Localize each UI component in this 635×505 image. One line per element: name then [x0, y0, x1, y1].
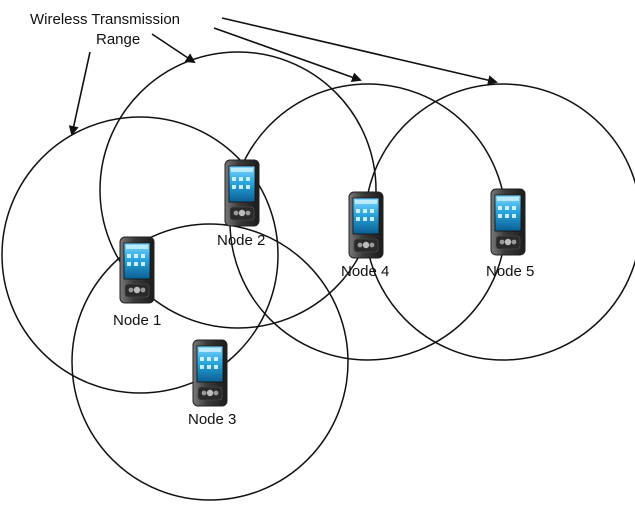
arrow-to-node-2-range [151, 33, 196, 64]
node-5: Node 5 [486, 188, 534, 280]
pda-device-icon [348, 191, 384, 259]
node-3: Node 3 [188, 339, 236, 428]
pda-device-icon [192, 339, 228, 407]
node-2-label: Node 2 [217, 232, 265, 249]
caption-line-2: Range [96, 31, 140, 48]
pda-device-icon [490, 188, 526, 256]
arrow-to-node-1-range [68, 51, 91, 136]
node-4: Node 4 [341, 191, 389, 280]
arrow-to-node-5-range [221, 17, 498, 86]
caption-line-1: Wireless Transmission [30, 11, 180, 28]
node-5-label: Node 5 [486, 263, 534, 280]
node-4-label: Node 4 [341, 263, 389, 280]
arrow-to-node-4-range [213, 27, 362, 83]
node-3-label: Node 3 [188, 411, 236, 428]
node-1: Node 1 [113, 236, 161, 329]
node-2: Node 2 [217, 159, 265, 249]
range-circle-node-3 [71, 223, 349, 501]
range-circle-node-2 [99, 51, 377, 329]
range-circle-node-1 [1, 116, 279, 394]
pda-device-icon [119, 236, 155, 304]
pda-device-icon [224, 159, 260, 227]
node-1-label: Node 1 [113, 312, 161, 329]
